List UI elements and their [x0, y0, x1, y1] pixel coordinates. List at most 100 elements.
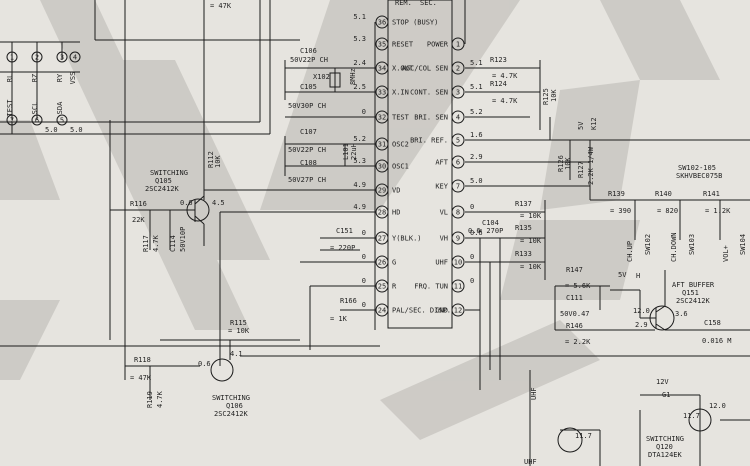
ic-pin-left-33	[375, 85, 389, 99]
label-v06b: 0.6	[198, 360, 211, 368]
label-sw102: SW102	[644, 234, 652, 255]
connector2-voltage1: 5.0	[45, 126, 58, 134]
ic-pin-right-number: 5	[456, 137, 460, 145]
label-r137v: = 10K	[520, 212, 542, 220]
connector1-pin-label: VSS	[69, 72, 77, 85]
label-r125: R125	[542, 88, 550, 105]
label-q105n: Q105	[155, 177, 172, 185]
label-r116: R116	[130, 200, 147, 208]
ic-pin-left-24	[375, 303, 389, 317]
label-q151: Q151	[682, 289, 699, 297]
connector2-pin-number: 7	[10, 117, 14, 125]
ic-pin-right-voltage: 1.6	[470, 131, 483, 139]
ic-pin-left-voltage: 2.4	[353, 59, 366, 67]
connector2-pin	[31, 114, 43, 126]
label-q120t: DTA124EK	[648, 451, 683, 459]
ic-pin-left-number: 29	[378, 187, 386, 195]
ic-pin-left-voltage: 0	[362, 253, 366, 261]
rem-label: REM.	[395, 0, 412, 7]
connector1-pin-number: 4	[73, 54, 77, 62]
label-q106n: Q106	[226, 402, 243, 410]
connector2-pin	[6, 114, 18, 126]
ic-pin-right-number: 3	[456, 89, 460, 97]
ic-pin-left-29	[375, 183, 389, 197]
connector1-pin-number: 3	[60, 54, 64, 62]
label-r112: R112	[207, 151, 215, 168]
connector2-pin-number: 5	[60, 117, 64, 125]
ic-pin-left-number: 26	[378, 259, 386, 267]
ic-pin-left-voltage: 0	[362, 301, 366, 309]
label-c158v: 0.016 M	[702, 337, 732, 345]
ic-pin-right-label: KEY	[435, 183, 448, 191]
connector1-pin	[31, 51, 43, 63]
r47k-label: = 47K	[210, 2, 232, 10]
connector1-pin-number: 1	[10, 54, 14, 62]
label-uhf2: UHF	[524, 458, 537, 466]
label-r118: R118	[134, 356, 151, 364]
label-q105t: 2SC2412K	[145, 185, 180, 193]
ic-pin-right-label: GND	[435, 307, 448, 315]
connector1-pin	[69, 51, 81, 63]
ic-pin-right-number: 2	[456, 65, 460, 73]
ic-pin-right-9	[451, 231, 465, 245]
ic-pin-left-number: 35	[378, 41, 386, 49]
label-c105: C105	[300, 83, 317, 91]
label-r115v: = 10K	[228, 327, 250, 335]
label-r147: R147	[566, 266, 583, 274]
label-r146: R146	[566, 322, 583, 330]
label-r141: R141	[703, 190, 720, 198]
label-c104: C104	[482, 219, 499, 227]
ic-pin-left-label: OSC1	[392, 163, 409, 171]
ic-pin-right-voltage: 5.1	[470, 59, 483, 67]
connector2-voltage2: 5.0	[70, 126, 83, 134]
label-r166v: = 1K	[330, 315, 348, 323]
label-q106t: 2SC2412K	[214, 410, 249, 418]
ic-pin-right-number: 9	[456, 235, 460, 243]
ic-pin-left-label: PAL/SEC. DISP.	[392, 307, 451, 315]
label-r127: R127	[577, 161, 585, 178]
label-c151v: = 220P	[330, 244, 355, 252]
label-v45: 4.5	[212, 199, 225, 207]
ic-pin-left-label: RESET	[392, 41, 414, 49]
ic-pin-left-number: 27	[378, 235, 386, 243]
ic-pin-right-number: 10	[454, 259, 462, 267]
label-r123: R123	[490, 56, 507, 64]
ic-pin-left-label: X.OUT	[392, 65, 414, 73]
ic-pin-right-label: BRI. REF.	[410, 137, 448, 145]
label-q120n: Q120	[656, 443, 673, 451]
ic-pin-right-voltage: 0	[470, 253, 474, 261]
ic-pin-right-label: CONT. SEN	[410, 89, 448, 97]
label-r119v: 4.7K	[156, 390, 164, 408]
ic-pin-right-voltage: 5.1	[470, 83, 483, 91]
label-chdn: CH.DOWN	[670, 232, 678, 262]
label-c151: C151	[336, 227, 353, 235]
ic-pin-left-number: 24	[378, 307, 386, 315]
ic-pin-left-number: 33	[378, 89, 386, 97]
label-r166: R166	[340, 297, 357, 305]
ic-pin-right-number: 11	[454, 283, 462, 291]
label-l101v: 22uH	[350, 143, 358, 160]
ic-pin-right-voltage: 5.0	[470, 177, 483, 185]
label-sw104: SW104	[739, 234, 747, 255]
ic-pin-left-32	[375, 110, 389, 124]
ic-pin-right-label: AGC/COL SEN	[402, 65, 448, 73]
label-r141v: = 1.2K	[705, 207, 731, 215]
connector2-pin-label: TEST	[6, 99, 14, 117]
ic-pin-left-label: TEST	[392, 114, 410, 122]
label-x102: X102	[313, 73, 330, 81]
connector1-pin-label: RL	[6, 74, 14, 82]
ic-pin-left-label: G	[392, 259, 396, 267]
label-r117: R117	[142, 235, 150, 252]
label-v120: 12.0	[633, 307, 650, 315]
label-v36: 3.6	[675, 310, 688, 318]
label-c106v: 50V22P CH	[290, 56, 328, 64]
label-r124: R124	[490, 80, 507, 88]
ic-pin-right-number: 7	[456, 183, 460, 191]
label-r112v: 10K	[214, 155, 222, 168]
label-q106: SWITCHING	[212, 394, 250, 402]
ic-pin-right-12	[451, 303, 465, 317]
label-k5v: 5V	[577, 121, 585, 130]
label-c111: C111	[566, 294, 583, 302]
